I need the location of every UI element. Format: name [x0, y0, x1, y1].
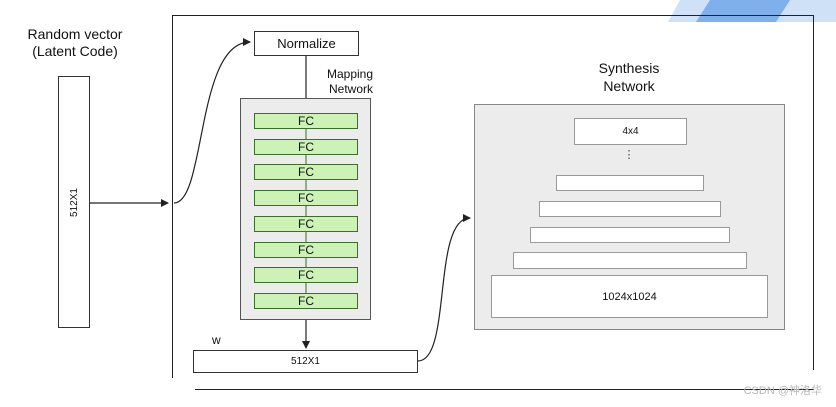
synthesis-label-line1: Synthesis [598, 60, 660, 76]
fc-layer: FC [254, 293, 358, 309]
fc-layer: FC [254, 242, 358, 258]
w-label: w [212, 333, 221, 347]
random-vector-title-line1: Random vector [27, 26, 123, 42]
latent-vector-box: 512X1 [58, 76, 90, 328]
fc-layer: FC [254, 113, 358, 129]
fc-layer: FC [254, 216, 358, 232]
frame-bottom-line [195, 389, 814, 390]
frame-right-line [813, 15, 814, 370]
synthesis-layer-4x4: 4x4 [574, 118, 687, 145]
normalize-box: Normalize [254, 31, 359, 56]
mapping-label-line1: Mapping [326, 67, 373, 81]
frame-left-line [172, 15, 173, 378]
latent-to-normalize-arrow [173, 38, 251, 204]
watermark: CSDN @神洛华 [743, 385, 822, 397]
frame-top-line [172, 15, 814, 16]
synthesis-layer [539, 201, 721, 217]
fc-layer: FC [254, 267, 358, 283]
synthesis-label-line2: Network [603, 78, 655, 94]
fc-layer: FC [254, 139, 358, 155]
mapping-label-line2: Network [328, 82, 373, 96]
synthesis-layer [530, 227, 730, 243]
fc-layer: FC [254, 190, 358, 206]
synthesis-top-label: 4x4 [622, 126, 639, 137]
synthesis-ellipsis: ⋮ [623, 149, 635, 161]
synthesis-layer [556, 175, 704, 191]
header-decoration [668, 0, 836, 22]
synthesis-layer-1024: 1024x1024 [491, 275, 768, 318]
synthesis-network-label: Synthesis Network [568, 59, 690, 95]
synthesis-layer [513, 252, 747, 269]
w-vector-size-label: 512X1 [291, 356, 320, 367]
random-vector-title: Random vector (Latent Code) [0, 26, 150, 60]
synthesis-bottom-label: 1024x1024 [602, 290, 657, 303]
random-vector-title-line2: (Latent Code) [32, 43, 118, 59]
mapping-network-label: Mapping Network [300, 67, 373, 97]
fc-layer: FC [254, 164, 358, 180]
normalize-label: Normalize [277, 36, 336, 51]
w-to-synthesis-arrow [417, 214, 471, 362]
w-vector-box: 512X1 [193, 350, 418, 373]
